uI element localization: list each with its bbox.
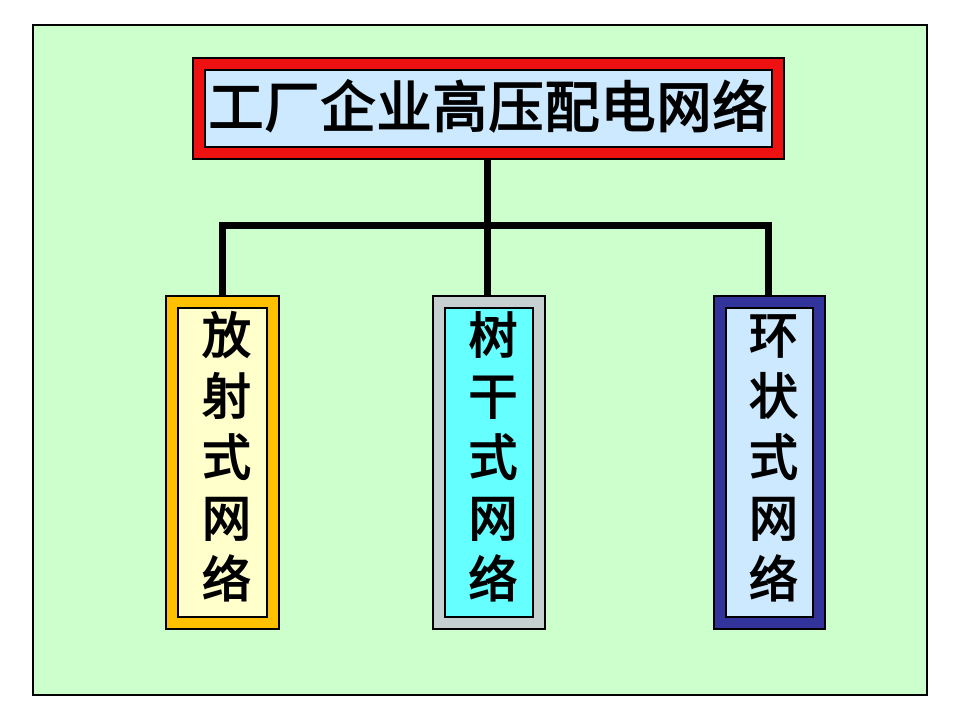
connector-right-stub: [765, 222, 772, 295]
child-box-ring-fill: 环状式网络: [725, 307, 814, 618]
child-box-radial-fill: 放射式网络: [177, 307, 268, 618]
title-box-label: 工厂企业高压配电网络: [208, 78, 769, 139]
title-box: 工厂企业高压配电网络: [192, 57, 785, 160]
child-box-trunk-fill: 树干式网络: [444, 307, 534, 618]
title-box-frame: 工厂企业高压配电网络: [194, 59, 783, 158]
connector-left-stub: [219, 222, 226, 295]
child-box-radial-label: 放射式网络: [195, 310, 250, 615]
connector-horizontal: [219, 222, 772, 229]
child-box-radial-frame: 放射式网络: [167, 297, 278, 628]
child-box-trunk-label: 树干式网络: [461, 310, 517, 615]
child-box-radial-network: 放射式网络: [165, 295, 280, 630]
child-box-ring-network: 环状式网络: [713, 295, 826, 630]
child-box-trunk-network: 树干式网络: [432, 295, 546, 630]
child-box-ring-frame: 环状式网络: [715, 297, 824, 628]
child-box-ring-label: 环状式网络: [742, 310, 797, 615]
title-box-fill: 工厂企业高压配电网络: [204, 69, 773, 148]
child-box-trunk-frame: 树干式网络: [434, 297, 544, 628]
slide-canvas: 工厂企业高压配电网络 放射式网络 树干式网络 环状式: [32, 24, 928, 696]
